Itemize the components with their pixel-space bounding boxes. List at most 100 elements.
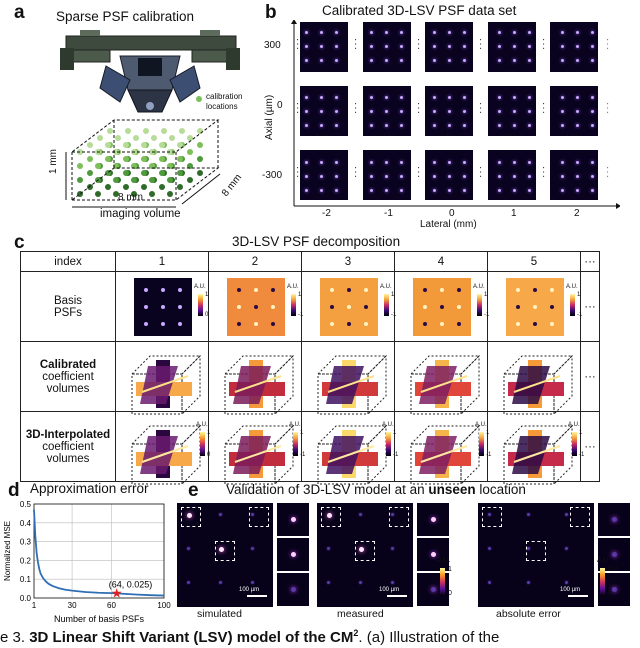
psf-spot [305,124,308,127]
coefficient-colorbar-bottom: -1 [486,452,492,458]
validation-spot [251,513,254,516]
psf-spot [305,161,308,164]
psf-spot [527,161,531,164]
psf-spot [384,189,388,192]
psf-spot [463,161,466,164]
panel-a-label: a [14,2,25,23]
basis-psf-image [320,278,378,336]
coefficient-colorbar-unit: A.U. [289,422,301,428]
psf-separator-dots: ··· [413,38,424,51]
basis-spot [254,322,258,326]
basis-spot [330,288,334,292]
calibration-point [133,135,139,141]
psf-separator-dots: ··· [413,102,424,115]
psf-spot [384,96,388,99]
basis-spot [271,322,275,326]
psf-row-gap-dots: ··· [504,130,517,141]
basis-colorbar-bottom: 0 [205,312,209,318]
basis-spot [161,322,165,326]
basis-colorbar-bottom: -1 [298,312,304,318]
basis-spot [161,288,165,292]
psf-row-gap-dots: ··· [441,130,454,141]
psf-spot [335,189,338,192]
calibration-point [123,170,129,176]
basis-spot [237,288,241,292]
psf-spot [433,161,436,164]
basis-spot [550,322,554,326]
panel-e-title: Validation of 3D-LSV model at an unseen … [226,482,526,497]
psf-spot [512,110,516,113]
coefficient-colorbar-bottom: -1 [393,452,399,458]
panel-e-caption: absolute error [496,608,561,620]
calibration-point [87,184,93,190]
calibration-point [105,142,111,148]
calibrated-coefficient-volume [223,354,295,416]
validation-spot [526,581,530,584]
roi-box [570,507,590,527]
psf-spot [448,96,451,99]
psf-spot [591,96,594,99]
simulated-image: 100 µm [177,503,273,607]
zoom-crop [417,503,449,536]
ytick-neg300: -300 [262,170,283,181]
psf-tile [425,22,473,72]
psf-separator-dots: ··· [350,38,361,51]
psf-spot [369,175,373,178]
validation-spot [488,513,491,516]
scalebar-label: 100 µm [379,587,400,593]
basis-spot [440,288,444,292]
zoom-spot [291,552,296,557]
psf-spot [527,96,531,99]
validation-spot [391,513,394,516]
basis-spot [144,288,148,292]
panel-c-label: c [14,232,25,253]
psf-spot [335,31,338,34]
psf-spot [369,59,373,62]
calibration-point [177,184,183,190]
calibration-point [149,177,155,183]
x-tick-label: 100 [157,601,171,610]
psf-spot [305,189,308,192]
basis-spot [347,288,351,292]
basis-spot [550,305,554,309]
psf-spot [384,161,388,164]
coefficient-colorbar [386,432,391,456]
psf-spot [320,96,323,99]
calibration-point [167,191,173,197]
validation-spot [391,547,394,550]
psf-spot [335,59,338,62]
psf-tile [488,150,536,200]
index-5: 5 [487,251,581,272]
psf-tile [363,22,411,72]
psf-spot [448,110,451,113]
basis-spot [533,288,537,292]
validation-spot [187,581,190,584]
zoom-spot [431,552,436,557]
basis-colorbar-top: 1 [484,292,488,298]
calibrated-coefficient-volume [409,354,481,416]
psf-spot [335,161,338,164]
basis-spot [516,305,520,309]
coefficient-colorbar [572,432,577,456]
validation-spot [219,547,224,552]
psf-spot [463,124,466,127]
calibration-point [141,184,147,190]
basis-spot [364,322,368,326]
psf-spot [512,175,516,178]
psf-spot [463,59,466,62]
psf-spot [463,96,466,99]
psf-spot [576,110,579,113]
basis-colorbar-top: 1 [577,292,581,298]
psf-spot [448,31,451,34]
interpolated-coefficient-volume [502,424,574,486]
basis-ellipsis: ··· [580,271,600,342]
psf-spot [335,110,338,113]
psf-spot [512,96,516,99]
basis-spot [457,322,461,326]
calibrated-ellipsis: ··· [580,341,600,412]
validation-spot [488,581,491,584]
calibration-point [77,163,83,169]
psf-row-gap-dots: ··· [441,66,454,77]
psf-spot [399,45,403,48]
